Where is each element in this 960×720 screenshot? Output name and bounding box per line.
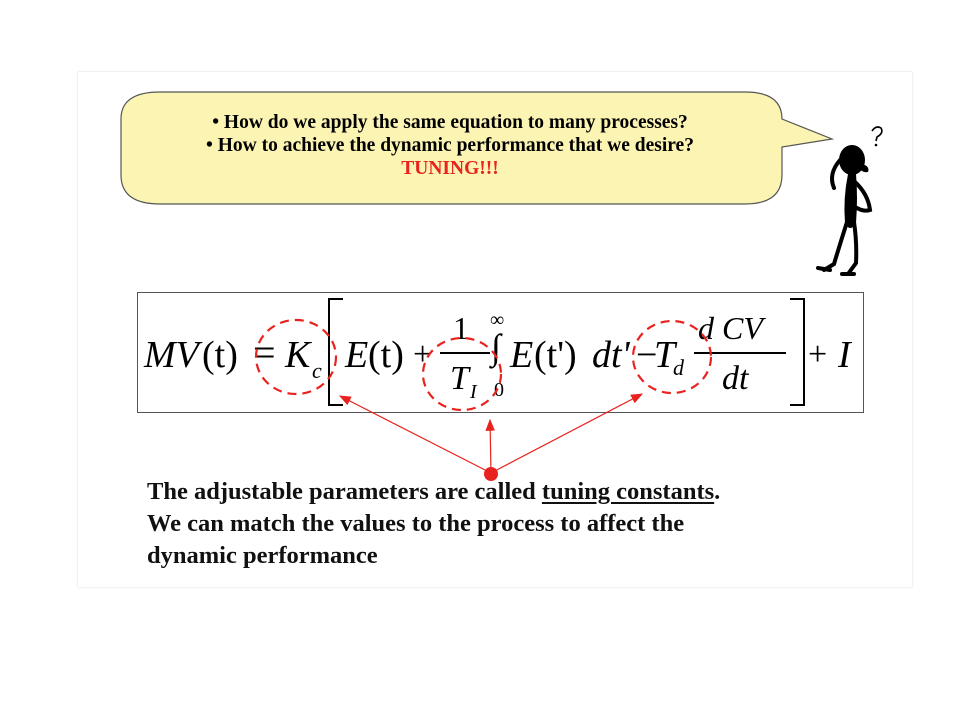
question-mark-icon xyxy=(871,126,883,147)
arrow-icon xyxy=(338,395,492,474)
eq-error-arg: (t) xyxy=(368,334,404,376)
eq-lhs: MV xyxy=(144,334,199,376)
eq-int-upper: ∞ xyxy=(490,309,505,331)
eq-frac-num: 1 xyxy=(453,310,469,346)
tuning-answer: TUNING!!! xyxy=(401,158,499,179)
highlight-ti xyxy=(421,336,503,412)
eq-int-term: E xyxy=(510,334,534,376)
eq-deriv-bar xyxy=(694,352,786,354)
eq-deriv-gain-sub: d xyxy=(673,355,684,380)
tuning-constants-term: tuning constants xyxy=(541,478,715,505)
eq-minus: − xyxy=(636,334,658,376)
eq-int-lower: 0 xyxy=(494,379,504,401)
eq-int-arg: (t') xyxy=(534,334,577,376)
eq-error: E xyxy=(345,334,369,376)
arrow-icon xyxy=(485,418,496,474)
eq-plus-2: + xyxy=(808,336,828,373)
caption: The adjustable parameters are called tun… xyxy=(147,476,887,572)
eq-gain: K xyxy=(285,334,311,376)
bubble-text: • How do we apply the same equation to m… xyxy=(130,111,770,180)
eq-bias: I xyxy=(838,334,851,376)
arrow-origin-dot xyxy=(484,467,498,481)
highlight-kc xyxy=(254,318,338,396)
right-bracket xyxy=(790,298,805,406)
caption-line-1: The adjustable parameters are called tun… xyxy=(147,476,887,508)
caption-line-1-suffix: . xyxy=(714,478,721,505)
speech-bubble xyxy=(120,91,835,205)
eq-frac-bar xyxy=(440,352,490,354)
eq-integral: ∫ xyxy=(491,327,501,367)
eq-frac-den: T xyxy=(450,360,469,397)
caption-line-1-prefix: The adjustable parameters are called xyxy=(147,478,542,505)
eq-deriv-gain: T xyxy=(654,334,676,376)
caption-line-2: We can match the values to the process t… xyxy=(147,510,685,537)
eq-deriv-num: d CV xyxy=(698,310,763,346)
eq-frac-den-sub: I xyxy=(470,381,477,403)
arrow-icon xyxy=(490,393,644,474)
caption-line-3: dynamic performance xyxy=(147,542,378,569)
highlight-td xyxy=(631,319,713,395)
eq-lhs-arg: (t) xyxy=(202,334,238,376)
question-1: • How do we apply the same equation to m… xyxy=(212,112,688,133)
eq-deriv-den: dt xyxy=(722,360,749,397)
left-bracket xyxy=(328,298,343,406)
eq-int-diff: dt' xyxy=(592,334,630,376)
thinking-person-icon xyxy=(816,126,883,276)
eq-plus-1: + xyxy=(413,336,433,373)
question-2: • How to achieve the dynamic performance… xyxy=(206,135,694,156)
eq-gain-sub: c xyxy=(312,358,322,383)
equation-box xyxy=(137,292,864,413)
